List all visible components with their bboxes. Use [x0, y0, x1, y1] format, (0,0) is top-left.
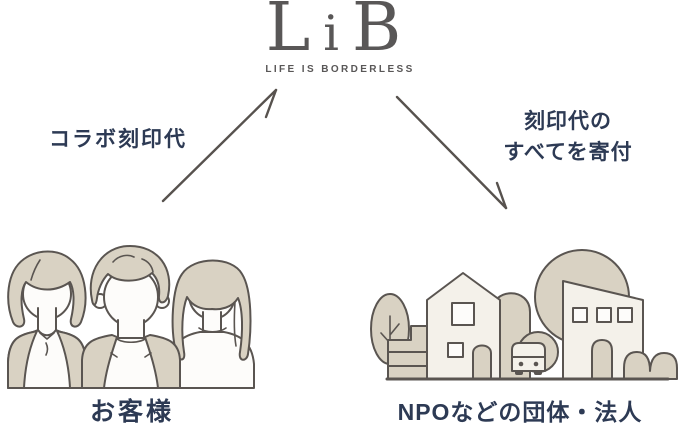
arrow-up-left-icon	[161, 88, 278, 203]
logo-letter-l: L	[265, 0, 324, 66]
three-people-illustration	[7, 245, 255, 389]
customers-label: お客様	[89, 398, 174, 426]
house-left	[426, 272, 501, 380]
logo-letter-b: B	[351, 0, 415, 66]
bus-icon	[511, 342, 546, 375]
wavy-hair	[89, 245, 171, 306]
lib-logo: LiB LIFE IS BORDERLESS	[0, 0, 680, 75]
building-right	[562, 280, 644, 380]
logo-wordmark: LiB	[266, 0, 414, 61]
npo-label: NPOなどの団体・法人	[397, 399, 643, 425]
label-donate-all-fees: 刻印代の すべてを寄付	[466, 106, 670, 168]
label-donate-line2: すべてを寄付	[503, 141, 633, 164]
door	[591, 339, 613, 380]
long-hair	[171, 259, 252, 361]
bob-hair	[7, 250, 87, 328]
label-collab-engraving-fee: コラボ刻印代	[49, 128, 187, 151]
window	[572, 307, 588, 323]
logo-letter-i: i	[323, 5, 352, 62]
window	[617, 307, 633, 323]
window	[596, 307, 612, 323]
person-left	[7, 250, 87, 389]
label-donate-line1: 刻印代の	[524, 110, 612, 133]
person-right	[169, 259, 255, 389]
double-bush-icon	[623, 351, 678, 380]
door	[472, 344, 492, 380]
logo-tagline: LIFE IS BORDERLESS	[265, 64, 415, 75]
town-buildings-illustration	[370, 249, 678, 381]
window	[451, 302, 475, 326]
person-center	[81, 245, 181, 389]
window	[447, 342, 464, 358]
arrow-down-right-icon	[395, 95, 508, 210]
